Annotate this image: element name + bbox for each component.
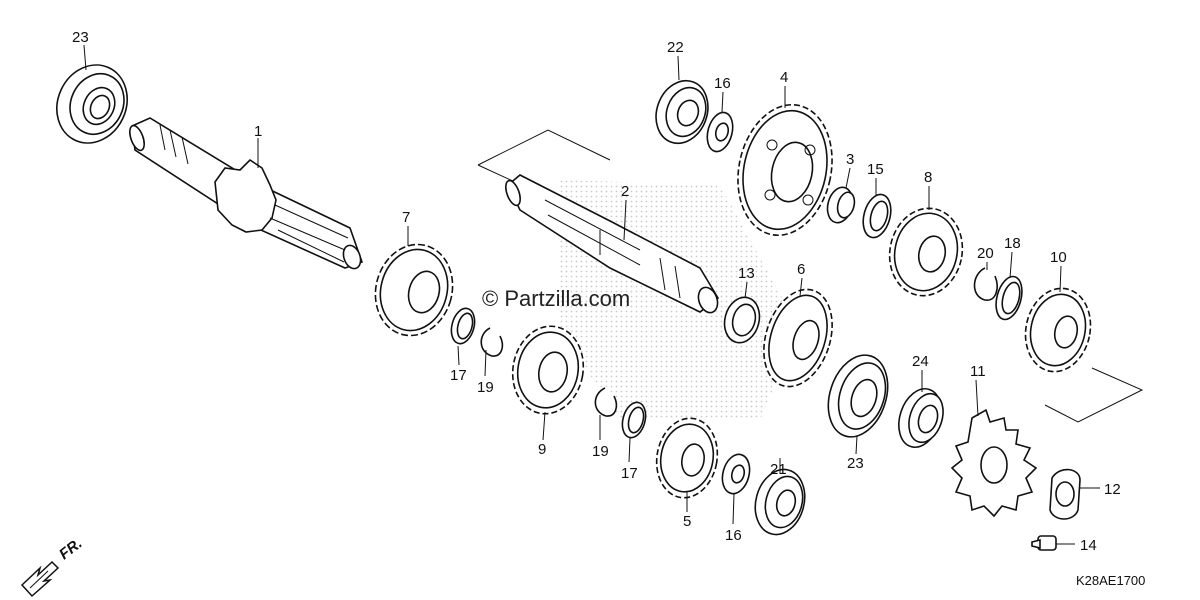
countershaft-2 bbox=[505, 174, 720, 314]
callout-16-lower: 16 bbox=[725, 527, 742, 544]
callout-17-left: 17 bbox=[450, 367, 467, 384]
callout-19-lower: 19 bbox=[592, 443, 609, 460]
callout-10: 10 bbox=[1050, 249, 1067, 266]
callout-23-lower: 23 bbox=[847, 455, 864, 472]
mainshaft-1 bbox=[129, 117, 364, 270]
callout-8: 8 bbox=[924, 169, 932, 186]
callout-21: 21 bbox=[770, 461, 787, 478]
washer-17-left bbox=[450, 307, 476, 345]
gear-6 bbox=[763, 288, 833, 388]
callout-5: 5 bbox=[683, 513, 691, 530]
leader-lines bbox=[83, 44, 1100, 545]
gear-5 bbox=[655, 417, 719, 499]
diagram-code: K28AE1700 bbox=[1076, 573, 1145, 588]
callout-12: 12 bbox=[1104, 481, 1121, 498]
circlip-20 bbox=[973, 267, 998, 301]
washer-15 bbox=[862, 193, 892, 239]
bearing-23-left bbox=[56, 64, 128, 144]
callout-1: 1 bbox=[254, 123, 262, 140]
gear-7 bbox=[374, 243, 454, 337]
washer-16-upper bbox=[706, 111, 734, 153]
watermark-text: © Partzilla.com bbox=[482, 286, 630, 311]
spacer-13 bbox=[723, 296, 761, 344]
bolt-14 bbox=[1031, 535, 1057, 551]
callout-14: 14 bbox=[1080, 537, 1097, 554]
bearing-21 bbox=[754, 468, 806, 536]
gear-8 bbox=[888, 207, 964, 297]
callout-11: 11 bbox=[970, 363, 986, 380]
front-direction-label: FR. bbox=[56, 535, 86, 563]
callout-16-upper: 16 bbox=[714, 75, 731, 92]
oil-seal-24 bbox=[898, 388, 944, 448]
callout-22: 22 bbox=[667, 39, 684, 56]
callout-17-lower: 17 bbox=[621, 465, 638, 482]
circlip-19-left bbox=[480, 327, 504, 357]
bearing-22 bbox=[655, 79, 709, 145]
callout-18: 18 bbox=[1004, 235, 1021, 252]
callout-6: 6 bbox=[797, 261, 805, 278]
fixing-plate-12 bbox=[1049, 468, 1081, 520]
callout-15: 15 bbox=[867, 161, 884, 178]
gear-4 bbox=[737, 103, 833, 237]
callout-2: 2 bbox=[621, 183, 629, 200]
callout-4: 4 bbox=[780, 69, 788, 86]
callout-9: 9 bbox=[538, 441, 546, 458]
callout-13: 13 bbox=[738, 265, 755, 282]
callout-3: 3 bbox=[846, 151, 854, 168]
drive-sprocket-11 bbox=[950, 408, 1038, 518]
washer-16-lower bbox=[721, 453, 751, 495]
callout-7: 7 bbox=[402, 209, 410, 226]
washer-17-lower bbox=[621, 401, 647, 439]
callout-23-left: 23 bbox=[72, 29, 89, 46]
callout-20: 20 bbox=[977, 245, 994, 262]
callout-19-left: 19 bbox=[477, 379, 494, 396]
gear-9 bbox=[511, 325, 585, 415]
gear-10 bbox=[1024, 287, 1092, 373]
circlip-19-lower bbox=[594, 387, 618, 417]
callout-24: 24 bbox=[912, 353, 929, 370]
bearing-23-lower bbox=[827, 354, 889, 438]
washer-18 bbox=[995, 275, 1023, 321]
bushing-3 bbox=[826, 186, 856, 224]
front-direction-arrow-icon bbox=[20, 560, 60, 598]
